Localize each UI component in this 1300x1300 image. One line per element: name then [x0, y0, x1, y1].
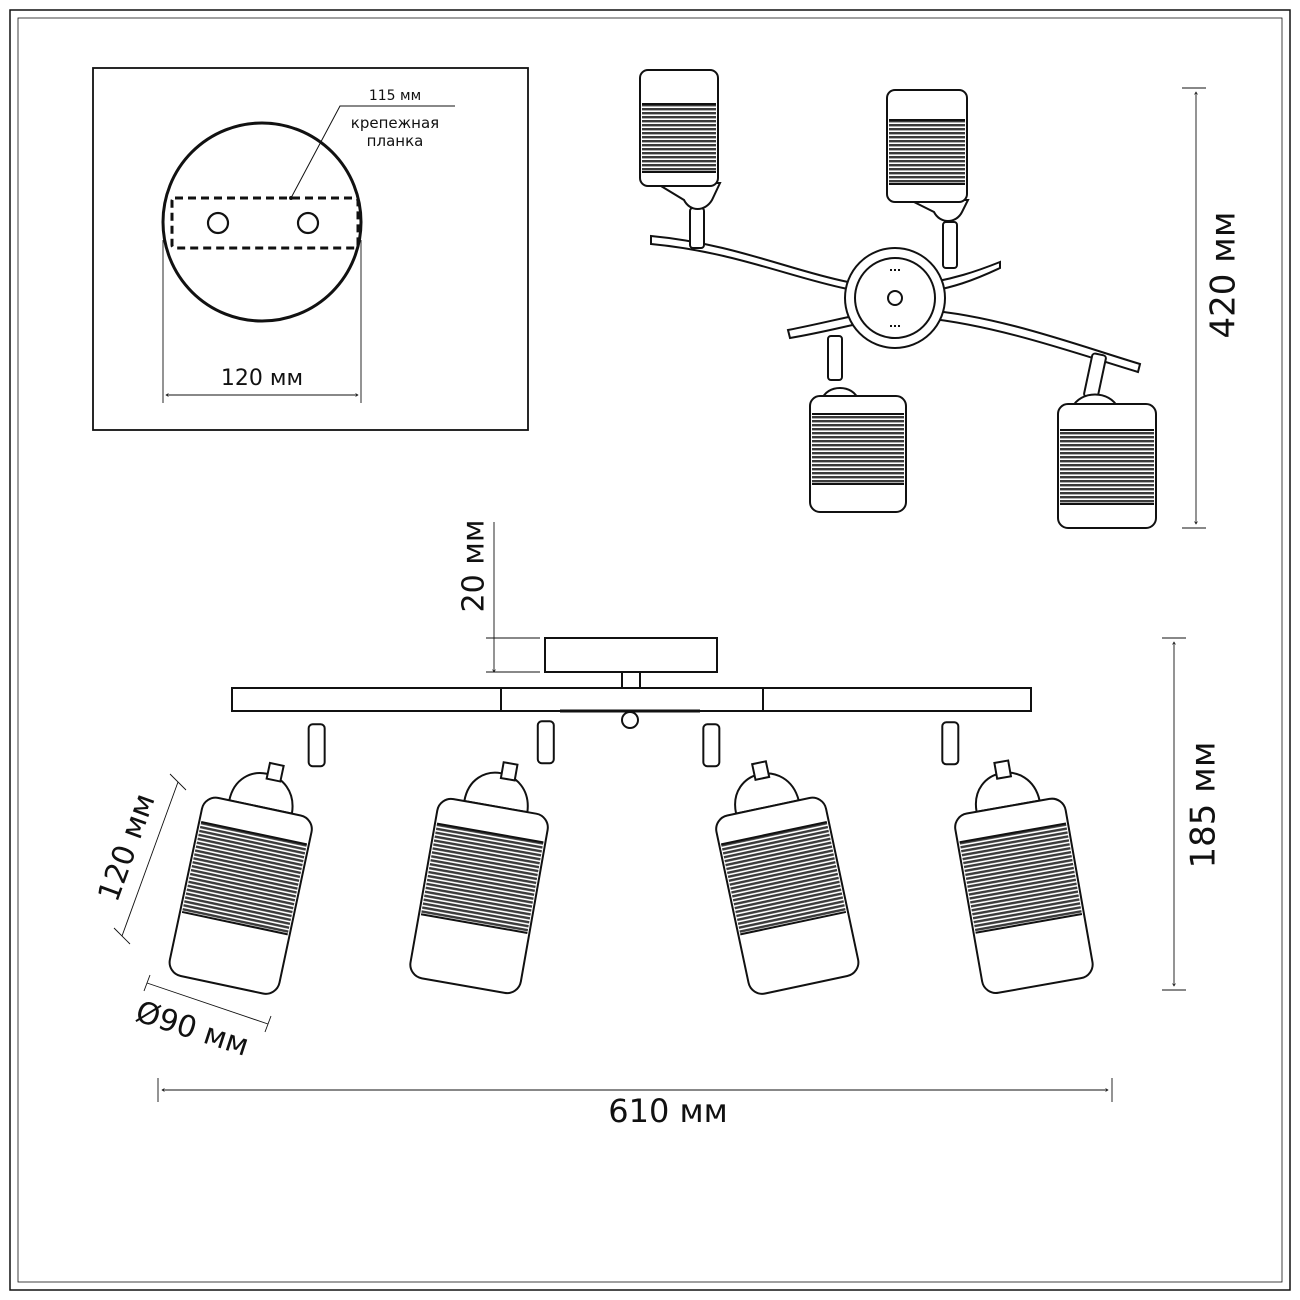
total-height-label: 185 мм: [1184, 741, 1224, 868]
side-view-bar: [231, 687, 1032, 712]
top-view-spot-4: [1057, 352, 1157, 529]
base-diameter-label: 120 мм: [221, 366, 303, 391]
top-view-spot-1: [639, 69, 722, 249]
side-view-spot-3: [702, 723, 860, 995]
total-width-label: 610 мм: [608, 1092, 728, 1130]
side-view-spot-1: [168, 723, 326, 995]
mounting-plate: [170, 196, 360, 250]
top-view-depth-dimension: [1182, 87, 1206, 529]
plate-width-label: 115 мм: [369, 88, 421, 104]
top-view: [639, 69, 1157, 529]
plate-name-label-line1: крепежная: [351, 114, 439, 132]
screw-hole-right: [296, 211, 320, 235]
base-disc: [161, 121, 363, 323]
side-view-dimensions: [113, 522, 1186, 1102]
canopy-height-label: 20 мм: [457, 520, 492, 613]
shade-diameter-label: Ø90 мм: [131, 994, 253, 1063]
side-view-spot-4: [941, 721, 1094, 994]
mounting-base-inset: [92, 67, 529, 431]
side-view-canopy: [544, 637, 718, 673]
plate-name-label-line2: планка: [367, 132, 424, 150]
shade-height-label: 120 мм: [91, 789, 162, 906]
side-view-spot-2: [409, 720, 555, 995]
screw-hole-left: [206, 211, 230, 235]
page-frame: [9, 9, 1291, 1291]
side-view: [168, 637, 1094, 995]
plate-leader-line: [290, 105, 455, 199]
top-view-spot-2: [886, 89, 970, 269]
top-view-arm-upper: [650, 234, 1001, 296]
top-view-depth-label: 420 мм: [1204, 211, 1244, 338]
top-view-spot-3: [809, 335, 907, 513]
